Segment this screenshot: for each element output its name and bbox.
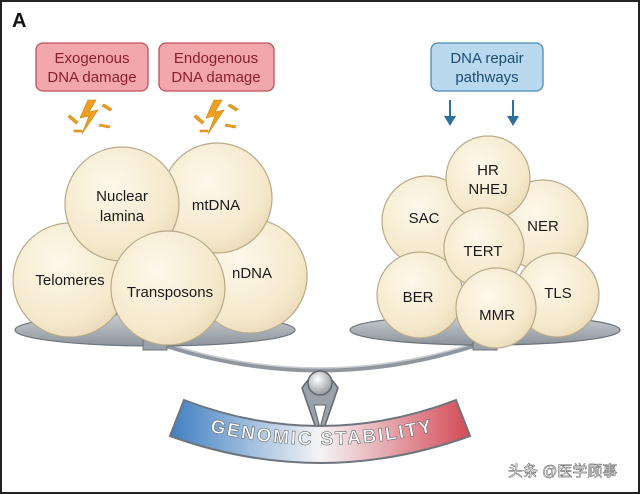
tls-label: TLS	[544, 285, 572, 302]
ner-label: NER	[527, 218, 559, 235]
right-ball-tert: TERT	[443, 207, 525, 289]
sac-label: SAC	[409, 210, 440, 227]
dna-repair-line2: pathways	[455, 69, 518, 86]
nuclear-lamina-line2: lamina	[100, 208, 145, 225]
tert-label: TERT	[464, 243, 503, 260]
watermark: 头条 @医学顾事	[508, 463, 617, 480]
ber-label: BER	[403, 289, 434, 306]
endogenous-damage-line2: DNA damage	[171, 69, 260, 86]
left-ball-mtdna: mtDNA	[161, 142, 273, 254]
scale-pivot	[301, 370, 339, 443]
panel-letter: A	[12, 10, 26, 32]
mtdna-label: mtDNA	[192, 197, 240, 214]
exogenous-damage-line2: DNA damage	[47, 69, 136, 86]
dna-repair-box: DNA repair pathways	[430, 42, 544, 92]
right-ball-tls: TLS	[514, 252, 600, 338]
mmr-label: MMR	[479, 307, 515, 324]
exogenous-damage-line1: Exogenous	[54, 50, 129, 67]
transposons-label: Transposons	[127, 284, 213, 301]
hr-label: HR	[477, 162, 499, 179]
nuclear-lamina-line1: Nuclear	[96, 188, 148, 205]
endogenous-damage-line1: Endogenous	[174, 50, 258, 67]
lightning-icon-endogenous	[193, 99, 239, 135]
right-ball-mmr: MMR	[455, 267, 537, 349]
dna-repair-line1: DNA repair	[450, 50, 523, 67]
endogenous-damage-box: Endogenous DNA damage	[158, 42, 275, 92]
ndna-label: nDNA	[232, 265, 272, 282]
telomeres-label: Telomeres	[35, 272, 104, 289]
exogenous-damage-box: Exogenous DNA damage	[35, 42, 149, 92]
nhej-label: NHEJ	[468, 181, 507, 198]
left-ball-nuclear-lamina: Nuclear lamina	[64, 146, 180, 262]
lightning-icon-exogenous	[67, 99, 113, 135]
right-ball-hr-nhej: HR NHEJ	[445, 135, 531, 221]
left-ball-transposons: Transposons	[110, 230, 226, 346]
down-arrow-icon-right	[507, 100, 519, 126]
down-arrow-icon-left	[444, 100, 456, 126]
right-ball-ber: BER	[376, 251, 464, 339]
